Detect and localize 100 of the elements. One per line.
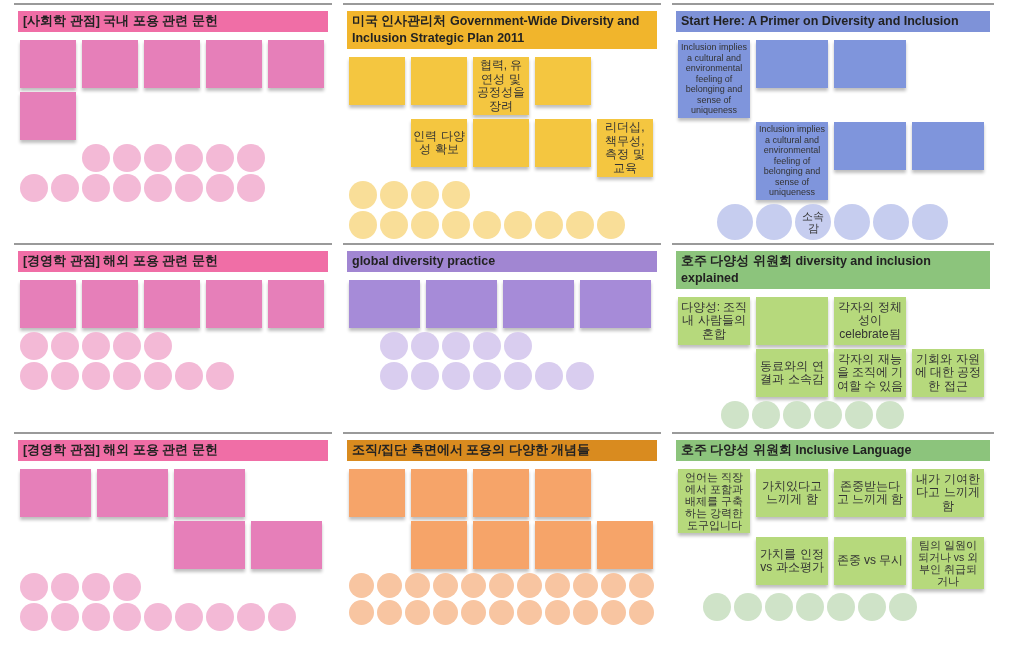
- section-header-band: 조직/집단 측면에서 포용의 다양한 개념들: [347, 440, 657, 461]
- round-sticky-note: [473, 211, 501, 239]
- round-sticky-note: [82, 573, 110, 601]
- sticky-note: [206, 280, 262, 328]
- sticky-note: 인력 다양성 확보: [411, 119, 467, 167]
- round-sticky-note: [144, 174, 172, 202]
- round-sticky-note: [535, 211, 563, 239]
- round-sticky-note: [175, 362, 203, 390]
- sticky-note: 내가 기여한다고 느끼게 함: [912, 469, 984, 517]
- sticky-note: [756, 297, 828, 345]
- round-sticky-note: [442, 362, 470, 390]
- sticky-note: [535, 119, 591, 167]
- round-sticky-note: [82, 174, 110, 202]
- sticky-note: [144, 280, 200, 328]
- round-sticky-note: [601, 600, 626, 625]
- sticky-note: [473, 469, 529, 517]
- sticky-note: 언어는 직장에서 포함과 배제를 구축하는 강력한 도구입니다: [678, 469, 750, 533]
- round-sticky-note: [826, 593, 855, 621]
- sticky-note: 다양성: 조직 내 사람들의 혼합: [678, 297, 750, 345]
- round-sticky-note: [405, 600, 430, 625]
- round-sticky-note: [113, 362, 141, 390]
- round-sticky-note: [411, 332, 439, 360]
- round-sticky-note: [51, 174, 79, 202]
- sticky-note: [535, 521, 591, 569]
- round-sticky-note: [442, 211, 470, 239]
- round-sticky-note: [795, 593, 824, 621]
- round-sticky-note: [733, 593, 762, 621]
- round-sticky-note: [433, 600, 458, 625]
- sticky-note: [411, 469, 467, 517]
- round-sticky-note: [82, 362, 110, 390]
- round-sticky-note: [517, 573, 542, 598]
- round-sticky-note: [573, 573, 598, 598]
- round-sticky-note: [20, 332, 48, 360]
- round-sticky-note: [717, 204, 753, 240]
- round-sticky-note: [405, 573, 430, 598]
- round-sticky-note: [20, 362, 48, 390]
- sticky-note: 가치를 인정 vs 과소평가: [756, 537, 828, 585]
- round-sticky-note: [545, 573, 570, 598]
- round-sticky-note: [206, 174, 234, 202]
- round-sticky-note: [206, 603, 234, 631]
- round-sticky-note: [411, 181, 439, 209]
- round-sticky-note: 소속감: [795, 204, 831, 240]
- sticky-note: [503, 280, 574, 328]
- sticky-note: 존중받는다고 느끼게 함: [834, 469, 906, 517]
- sticky-note: [174, 469, 245, 517]
- sticky-note: [206, 40, 262, 88]
- sticky-note: [268, 40, 324, 88]
- round-sticky-note: [442, 332, 470, 360]
- round-sticky-note: [175, 144, 203, 172]
- round-sticky-note: [51, 362, 79, 390]
- round-sticky-note: [566, 362, 594, 390]
- round-sticky-note: [51, 332, 79, 360]
- round-sticky-note: [82, 144, 110, 172]
- sticky-note: [535, 57, 591, 105]
- sticky-note: [580, 280, 651, 328]
- round-sticky-note: [175, 174, 203, 202]
- round-sticky-note: [377, 573, 402, 598]
- sticky-note: [144, 40, 200, 88]
- round-sticky-note: [51, 573, 79, 601]
- round-sticky-note: [461, 573, 486, 598]
- round-sticky-note: [573, 600, 598, 625]
- round-sticky-note: [504, 332, 532, 360]
- sticky-note: 동료와의 연결과 소속감: [756, 349, 828, 397]
- sticky-note: [535, 469, 591, 517]
- sticky-note: [411, 57, 467, 105]
- round-sticky-note: [442, 181, 470, 209]
- round-sticky-note: [82, 332, 110, 360]
- round-sticky-note: [144, 362, 172, 390]
- round-sticky-note: [237, 144, 265, 172]
- round-sticky-note: [113, 144, 141, 172]
- round-sticky-note: [268, 603, 296, 631]
- round-sticky-note: [113, 174, 141, 202]
- sticky-note: [82, 40, 138, 88]
- round-sticky-note: [144, 144, 172, 172]
- sticky-note: [349, 57, 405, 105]
- sticky-note: 리더십, 책무성, 측정 및 교육: [597, 119, 653, 177]
- round-sticky-note: [113, 573, 141, 601]
- round-sticky-note: [113, 332, 141, 360]
- sticky-note: [349, 469, 405, 517]
- round-sticky-note: [237, 603, 265, 631]
- round-sticky-note: [756, 204, 792, 240]
- round-sticky-note: [783, 401, 812, 429]
- round-sticky-note: [489, 600, 514, 625]
- round-sticky-note: [380, 332, 408, 360]
- round-sticky-note: [144, 332, 172, 360]
- round-sticky-note: [912, 204, 948, 240]
- round-sticky-note: [461, 600, 486, 625]
- round-sticky-note: [377, 600, 402, 625]
- round-sticky-note: [545, 600, 570, 625]
- sticky-note: [756, 40, 828, 88]
- section-header-band: [사회학 관점] 국내 포용 관련 문헌: [18, 11, 328, 32]
- round-sticky-note: [629, 573, 654, 598]
- round-sticky-note: [20, 573, 48, 601]
- round-sticky-note: [51, 603, 79, 631]
- round-sticky-note: [206, 362, 234, 390]
- section-header-band: 호주 다양성 위원회 diversity and inclusion explained: [676, 251, 990, 289]
- round-sticky-note: [206, 144, 234, 172]
- section-header-band: 호주 다양성 위원회 Inclusive Language: [676, 440, 990, 461]
- sticky-note: 팀의 일원이 되거나 vs 외부인 취급되거나: [912, 537, 984, 589]
- sticky-note: [251, 521, 322, 569]
